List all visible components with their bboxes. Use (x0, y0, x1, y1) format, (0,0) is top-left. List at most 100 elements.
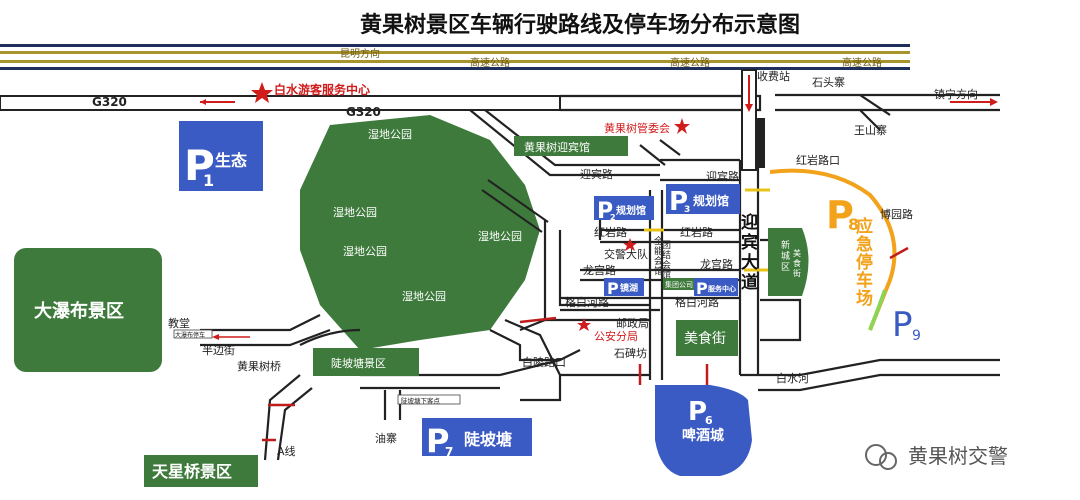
banbian-jie-label: 半边街 (202, 343, 235, 357)
toll-label: 收费站 (757, 69, 790, 83)
meishijie-small-label: 美食街 (793, 248, 801, 278)
doupotang-scenic-label: 陡坡塘景区 (331, 356, 386, 370)
svg-text:9: 9 (912, 328, 921, 344)
parking-p2[interactable]: P 2 规划馆 (594, 196, 654, 224)
parking-p4[interactable]: P 镜湖 (604, 278, 644, 298)
gonganju-label: 公安分局 (594, 329, 638, 343)
kunming-direction: 昆明方向 (340, 47, 380, 60)
map-title: 黄果树景区车辆行驶路线及停车场分布示意图 (360, 12, 800, 38)
a-line-label: A线 (277, 444, 296, 458)
svg-text:P: P (826, 193, 854, 237)
svg-text:镜湖: 镜湖 (620, 282, 638, 294)
svg-text:P: P (607, 279, 619, 298)
g320-road: G320 G320 (0, 94, 762, 119)
svg-text:P: P (669, 187, 688, 217)
svg-text:规划馆: 规划馆 (616, 204, 646, 217)
parking-p3[interactable]: P 3 规划馆 (666, 184, 740, 217)
svg-text:P: P (184, 141, 215, 190)
yingbin-road-label: 迎宾路 (580, 167, 613, 181)
svg-text:P: P (426, 422, 449, 460)
parking-p7[interactable]: P 7 陡坡塘 (422, 418, 532, 460)
g320-label-left: G320 (92, 95, 127, 109)
vertical-sign-2: 团结会馆 (662, 240, 671, 281)
baishui-visitor-center: 白水游客服务中心 (251, 82, 370, 103)
svg-text:6: 6 (705, 414, 713, 427)
huangguoshu-bridge-label: 黄果树桥 (237, 359, 281, 373)
road-closures (262, 188, 770, 442)
baishui-center-label: 白水游客服务中心 (274, 82, 370, 97)
wetland-park (300, 115, 540, 350)
hongyan-road-label-2: 红岩路 (680, 225, 713, 239)
jiaojing-label: 交警大队 (604, 247, 648, 261)
wetland-label-1: 湿地公园 (368, 128, 412, 141)
wangshanzhai-label: 王山寨 (854, 123, 887, 137)
dapubu-label: 大瀑布景区 (34, 300, 124, 322)
yingbinguan-label: 黄果树迎宾馆 (524, 140, 590, 154)
guanweihui-label: 黄果树管委会 (604, 121, 670, 135)
bailing-lukou-label: 白陵路口 (522, 355, 566, 369)
g320-label-mid: G320 (346, 105, 381, 119)
shitouzhai-label: 石头寨 (812, 75, 845, 89)
longgong-road-label-2: 龙宫路 (700, 257, 733, 271)
dapubu-scenic-area (14, 248, 162, 372)
star-icon (577, 318, 591, 331)
hongyan-lukou-label: 红岩路口 (796, 153, 840, 167)
parking-p6[interactable]: P 6 啤酒城 (655, 385, 752, 476)
longgong-road-label-1: 龙宫路 (583, 263, 616, 277)
svg-text:啤酒城: 啤酒城 (682, 427, 724, 444)
yingbin-avenue-label: 迎宾大道 (741, 212, 758, 293)
wetland-label-3: 湿地公园 (343, 245, 387, 258)
wetland-label-4: 湿地公园 (478, 230, 522, 243)
svg-text:规划馆: 规划馆 (693, 193, 729, 208)
meishijie-box (676, 320, 738, 356)
parking-p5[interactable]: P 服务中心 (694, 278, 738, 298)
watermark: 黄果树交警 (865, 444, 1008, 470)
svg-text:3: 3 (684, 205, 690, 215)
northeast-roads: 石头寨 王山寨 镇宁方向 红岩路口 (775, 75, 1000, 167)
youzhengju-label: 邮政局 (616, 316, 649, 330)
svg-text:生态: 生态 (215, 151, 247, 170)
star-icon (623, 238, 637, 251)
parking-p1[interactable]: P 1 生态 (179, 121, 263, 191)
expressway-label-2: 高速公路 (670, 56, 710, 69)
vertical-sign-1: 全能会馆 (654, 235, 663, 277)
wetland-label-5: 湿地公园 (402, 290, 446, 303)
meishijie-label: 美食街 (684, 330, 726, 347)
wechat-icon (865, 444, 887, 466)
jituan-label: 集团公司 (665, 280, 693, 289)
star-icon (674, 118, 690, 134)
shibeifang-label: 石碑坊 (614, 346, 647, 360)
vertical-signs: 全能会馆 团结会馆 (654, 235, 671, 281)
boyuan-road-label: 博园路 (880, 208, 913, 221)
svg-text:陡坡塘: 陡坡塘 (464, 430, 512, 449)
doupotang-scenic-box (313, 348, 419, 376)
svg-text:迎宾大道: 迎宾大道 (741, 212, 758, 293)
svg-text:P: P (892, 305, 913, 345)
svg-text:P: P (597, 199, 613, 224)
baishui-river-label: 白水河 (776, 371, 809, 385)
gebaihe-road-label-2: 格白河路 (675, 295, 719, 309)
zhenning-direction: 镇宁方向 (934, 87, 978, 101)
svg-text:服务中心: 服务中心 (708, 284, 736, 293)
svg-text:P: P (688, 397, 707, 427)
svg-text:7: 7 (445, 445, 453, 459)
svg-text:P: P (696, 279, 708, 298)
xincheng-district (768, 228, 809, 296)
hongyan-road-label-1: 红岩路 (594, 225, 627, 239)
youzhai-label: 油寨 (375, 431, 397, 445)
parking-p9[interactable]: P 9 (892, 305, 921, 345)
wetland-label-2: 湿地公园 (333, 206, 377, 219)
tianxingqiao-box (144, 455, 258, 487)
parking-p8[interactable]: P 8 应急停车场 (826, 193, 873, 309)
yingbin-road-label-2: 迎宾路 (706, 169, 739, 183)
expressway-label-1: 高速公路 (470, 56, 510, 69)
boyuan-road-green (868, 289, 887, 331)
svg-text:2: 2 (610, 213, 616, 222)
svg-text:应急停车场: 应急停车场 (856, 216, 873, 309)
yingbinguan-box (514, 136, 628, 156)
svg-text:8: 8 (848, 215, 859, 234)
expressway: 昆明方向 高速公路 高速公路 高速公路 (0, 44, 910, 70)
xincheng-label: 新城区 (781, 239, 790, 273)
gebaihe-road-label-1: 格白河路 (565, 295, 609, 309)
